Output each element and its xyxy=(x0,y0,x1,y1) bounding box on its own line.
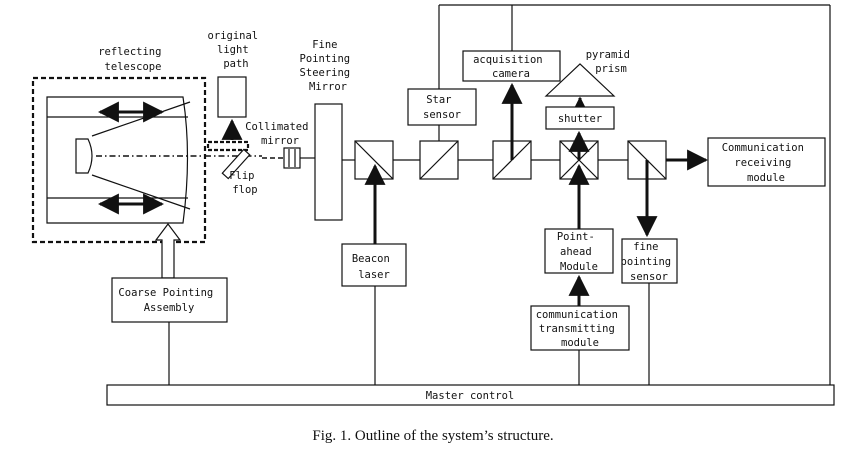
telescope-tube xyxy=(46,96,189,224)
point-ahead-module-label: Point- ahead Module xyxy=(557,231,601,273)
communication-transmitting-module-box xyxy=(530,305,630,351)
acquisition-camera-label: acquisition camera xyxy=(473,54,549,80)
secondary-mirror xyxy=(75,138,93,174)
pyramid-prism xyxy=(544,63,616,97)
beacon-laser-box xyxy=(341,243,407,287)
fine-pointing-steering-mirror-label: Fine Pointing Steering Mirror xyxy=(300,39,357,93)
star-sensor-label: Star sensor xyxy=(423,94,461,121)
shutter-label: shutter xyxy=(558,113,602,125)
collimated-mirror-label: Collimated mirror xyxy=(245,121,315,147)
reflecting-telescope-label: reflecting telescope xyxy=(98,46,168,73)
acquisition-camera-box xyxy=(462,50,561,82)
pyramid-prism-label: pyramid prism xyxy=(586,49,637,75)
communication-receiving-module-box xyxy=(707,137,826,187)
communication-receiving-module-label: Communication receiving module xyxy=(722,142,811,184)
flip-flop-label: Flip flop xyxy=(229,170,261,196)
master-control-label: Master control xyxy=(426,390,515,402)
hollow-arrow-to-telescope xyxy=(154,223,182,279)
original-light-path-label: original light path xyxy=(208,30,265,70)
figure-caption: Fig. 1. Outline of the system’s structur… xyxy=(312,428,553,444)
communication-transmitting-module-label: communication transmitting module xyxy=(536,309,625,349)
star-sensor-box xyxy=(407,88,477,126)
fine-pointing-sensor-label: fine pointing sensor xyxy=(621,241,678,283)
reflecting-telescope xyxy=(31,76,207,244)
master-control-box xyxy=(106,384,835,406)
original-light-path-box xyxy=(217,76,247,118)
collimated-mirror xyxy=(221,148,251,180)
beam-splitter-2 xyxy=(419,140,459,180)
coarse-pointing-assembly-box xyxy=(111,277,228,323)
flip-flop-mirror xyxy=(206,140,250,152)
beacon-laser-label: Beacon laser xyxy=(352,253,396,281)
collimating-lens xyxy=(262,147,315,169)
coarse-pointing-assembly-label: Coarse Pointing Assembly xyxy=(118,287,219,314)
fine-pointing-steering-mirror xyxy=(314,103,343,221)
shutter-box xyxy=(545,106,615,130)
ray-lower-1 xyxy=(91,174,191,210)
point-ahead-module-box xyxy=(544,228,614,274)
